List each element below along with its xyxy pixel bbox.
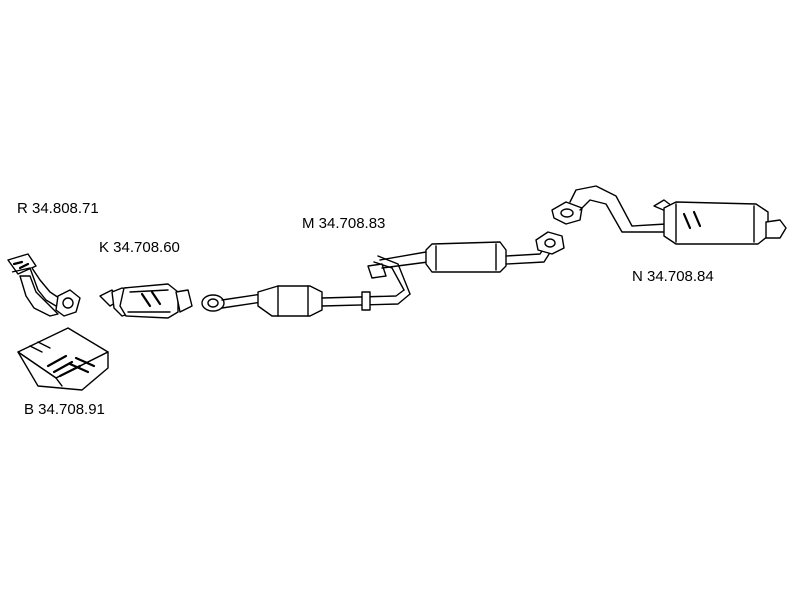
label-part-m: M 34.708.83 bbox=[302, 215, 386, 232]
mounting-kit-box-b bbox=[17, 327, 109, 391]
label-part-r: R 34.808.71 bbox=[17, 200, 99, 217]
rear-pipe-n bbox=[551, 185, 787, 245]
center-pipe-m bbox=[201, 231, 565, 317]
label-part-k: K 34.708.60 bbox=[99, 239, 180, 256]
label-part-n: N 34.708.84 bbox=[632, 268, 714, 285]
front-pipe-r bbox=[7, 253, 81, 317]
label-part-b: B 34.708.91 bbox=[24, 401, 105, 418]
catalytic-converter-k bbox=[99, 283, 193, 319]
